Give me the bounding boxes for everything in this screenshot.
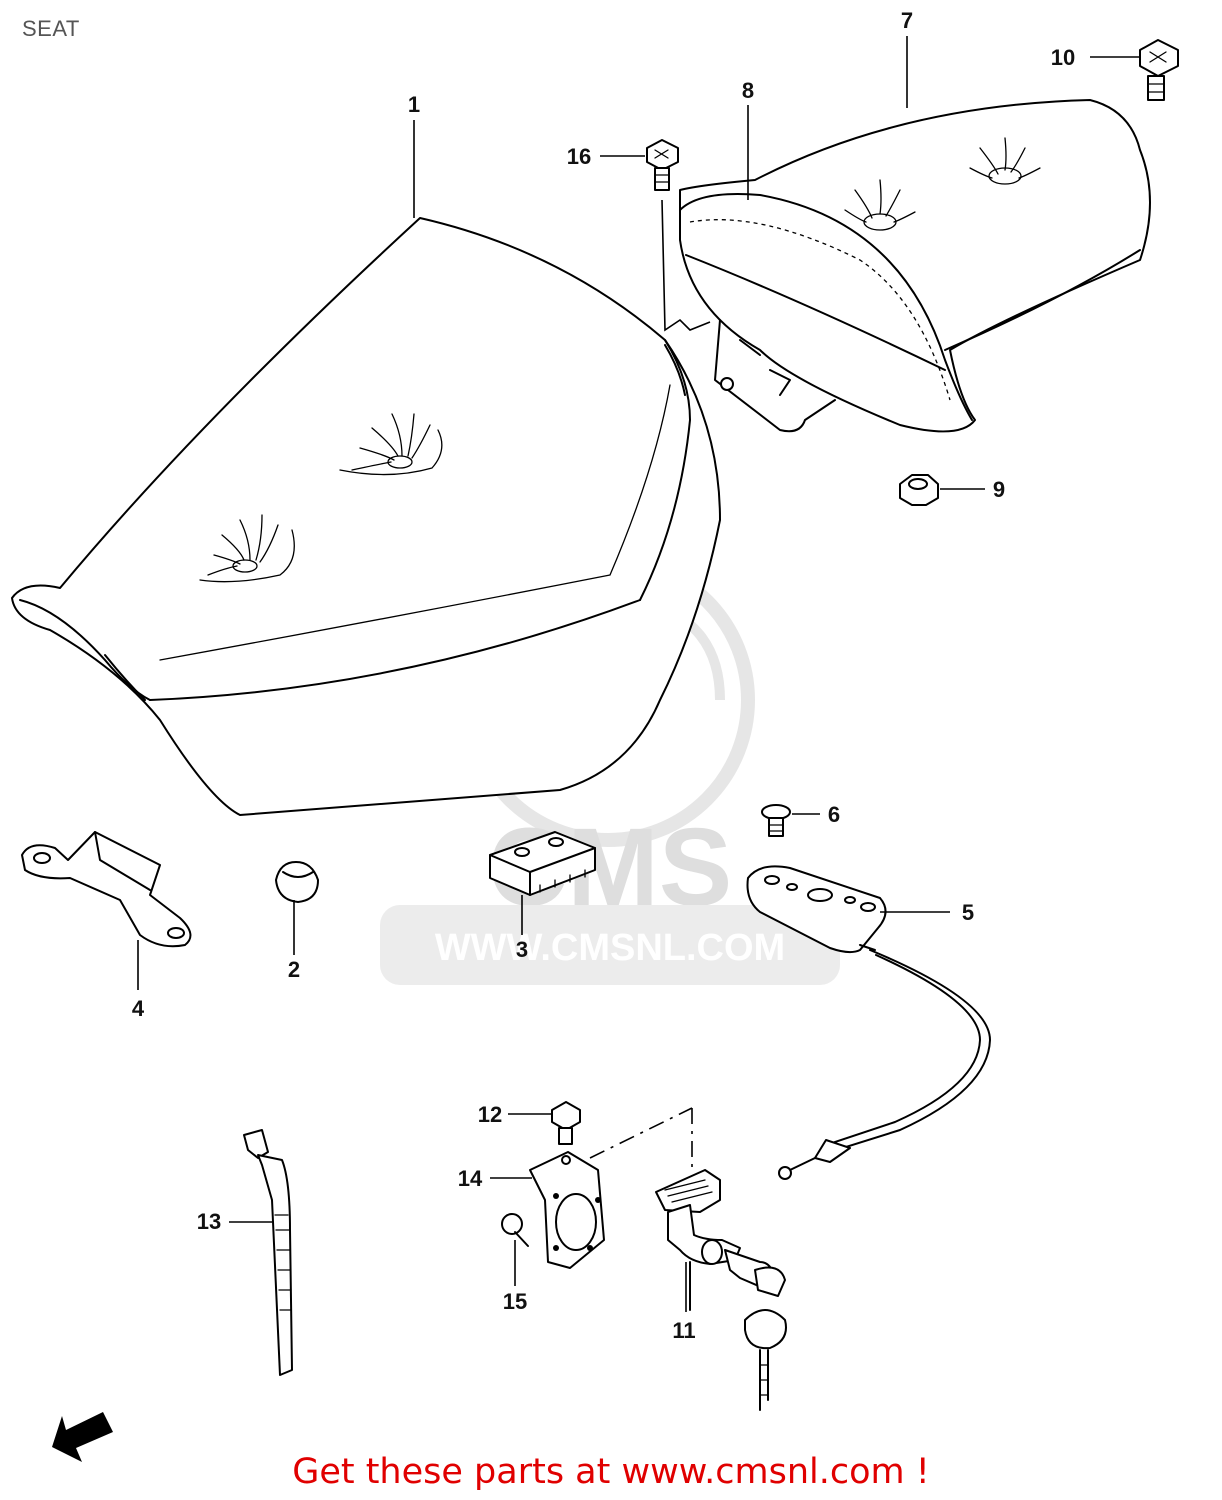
callout-3: 3: [516, 937, 528, 962]
callout-10: 10: [1051, 45, 1075, 70]
callout-11: 11: [672, 1318, 695, 1343]
callout-labels: 1 2 3 4 5 6 7 8 9 10 11 12 13 14 15 16: [132, 8, 1075, 1343]
part-10-bolt: [1139, 39, 1179, 101]
callout-1: 1: [408, 92, 420, 117]
part-9-nut: [899, 474, 939, 506]
part-15-screw: [501, 1213, 529, 1247]
part-7-pillion-seat: [661, 99, 1151, 433]
callout-8: 8: [742, 78, 754, 103]
callout-5: 5: [962, 900, 974, 925]
page-title: SEAT: [22, 16, 80, 41]
part-12-bolt: [551, 1101, 581, 1145]
callout-12: 12: [478, 1102, 502, 1127]
callout-16: 16: [567, 144, 591, 169]
part-1-seat: [11, 217, 721, 816]
callout-14: 14: [458, 1166, 483, 1191]
part-5-lock-plate-cable: [746, 865, 991, 1180]
callout-4: 4: [132, 996, 145, 1021]
part-11-lock-and-keys: [655, 1169, 787, 1411]
callout-7: 7: [901, 8, 913, 33]
front-direction-arrow-icon: [52, 1412, 113, 1462]
part-4-bracket: [21, 831, 192, 948]
part-16-bolt: [646, 139, 679, 191]
leader-lines: [137, 36, 1140, 1312]
part-2-cushion: [275, 861, 319, 903]
part-14-bracket: [529, 1151, 605, 1269]
callout-2: 2: [288, 957, 300, 982]
part-6-screw: [761, 804, 791, 837]
callout-15: 15: [503, 1289, 527, 1314]
watermark-url: WWW.CMSNL.COM: [435, 927, 785, 969]
callout-6: 6: [828, 802, 840, 827]
part-3-block: [489, 831, 596, 896]
get-parts-link[interactable]: Get these parts at www.cmsnl.com !: [292, 1452, 930, 1492]
part-13-cable-tie: [243, 1129, 293, 1376]
callout-13: 13: [197, 1209, 221, 1234]
callout-9: 9: [993, 477, 1005, 502]
